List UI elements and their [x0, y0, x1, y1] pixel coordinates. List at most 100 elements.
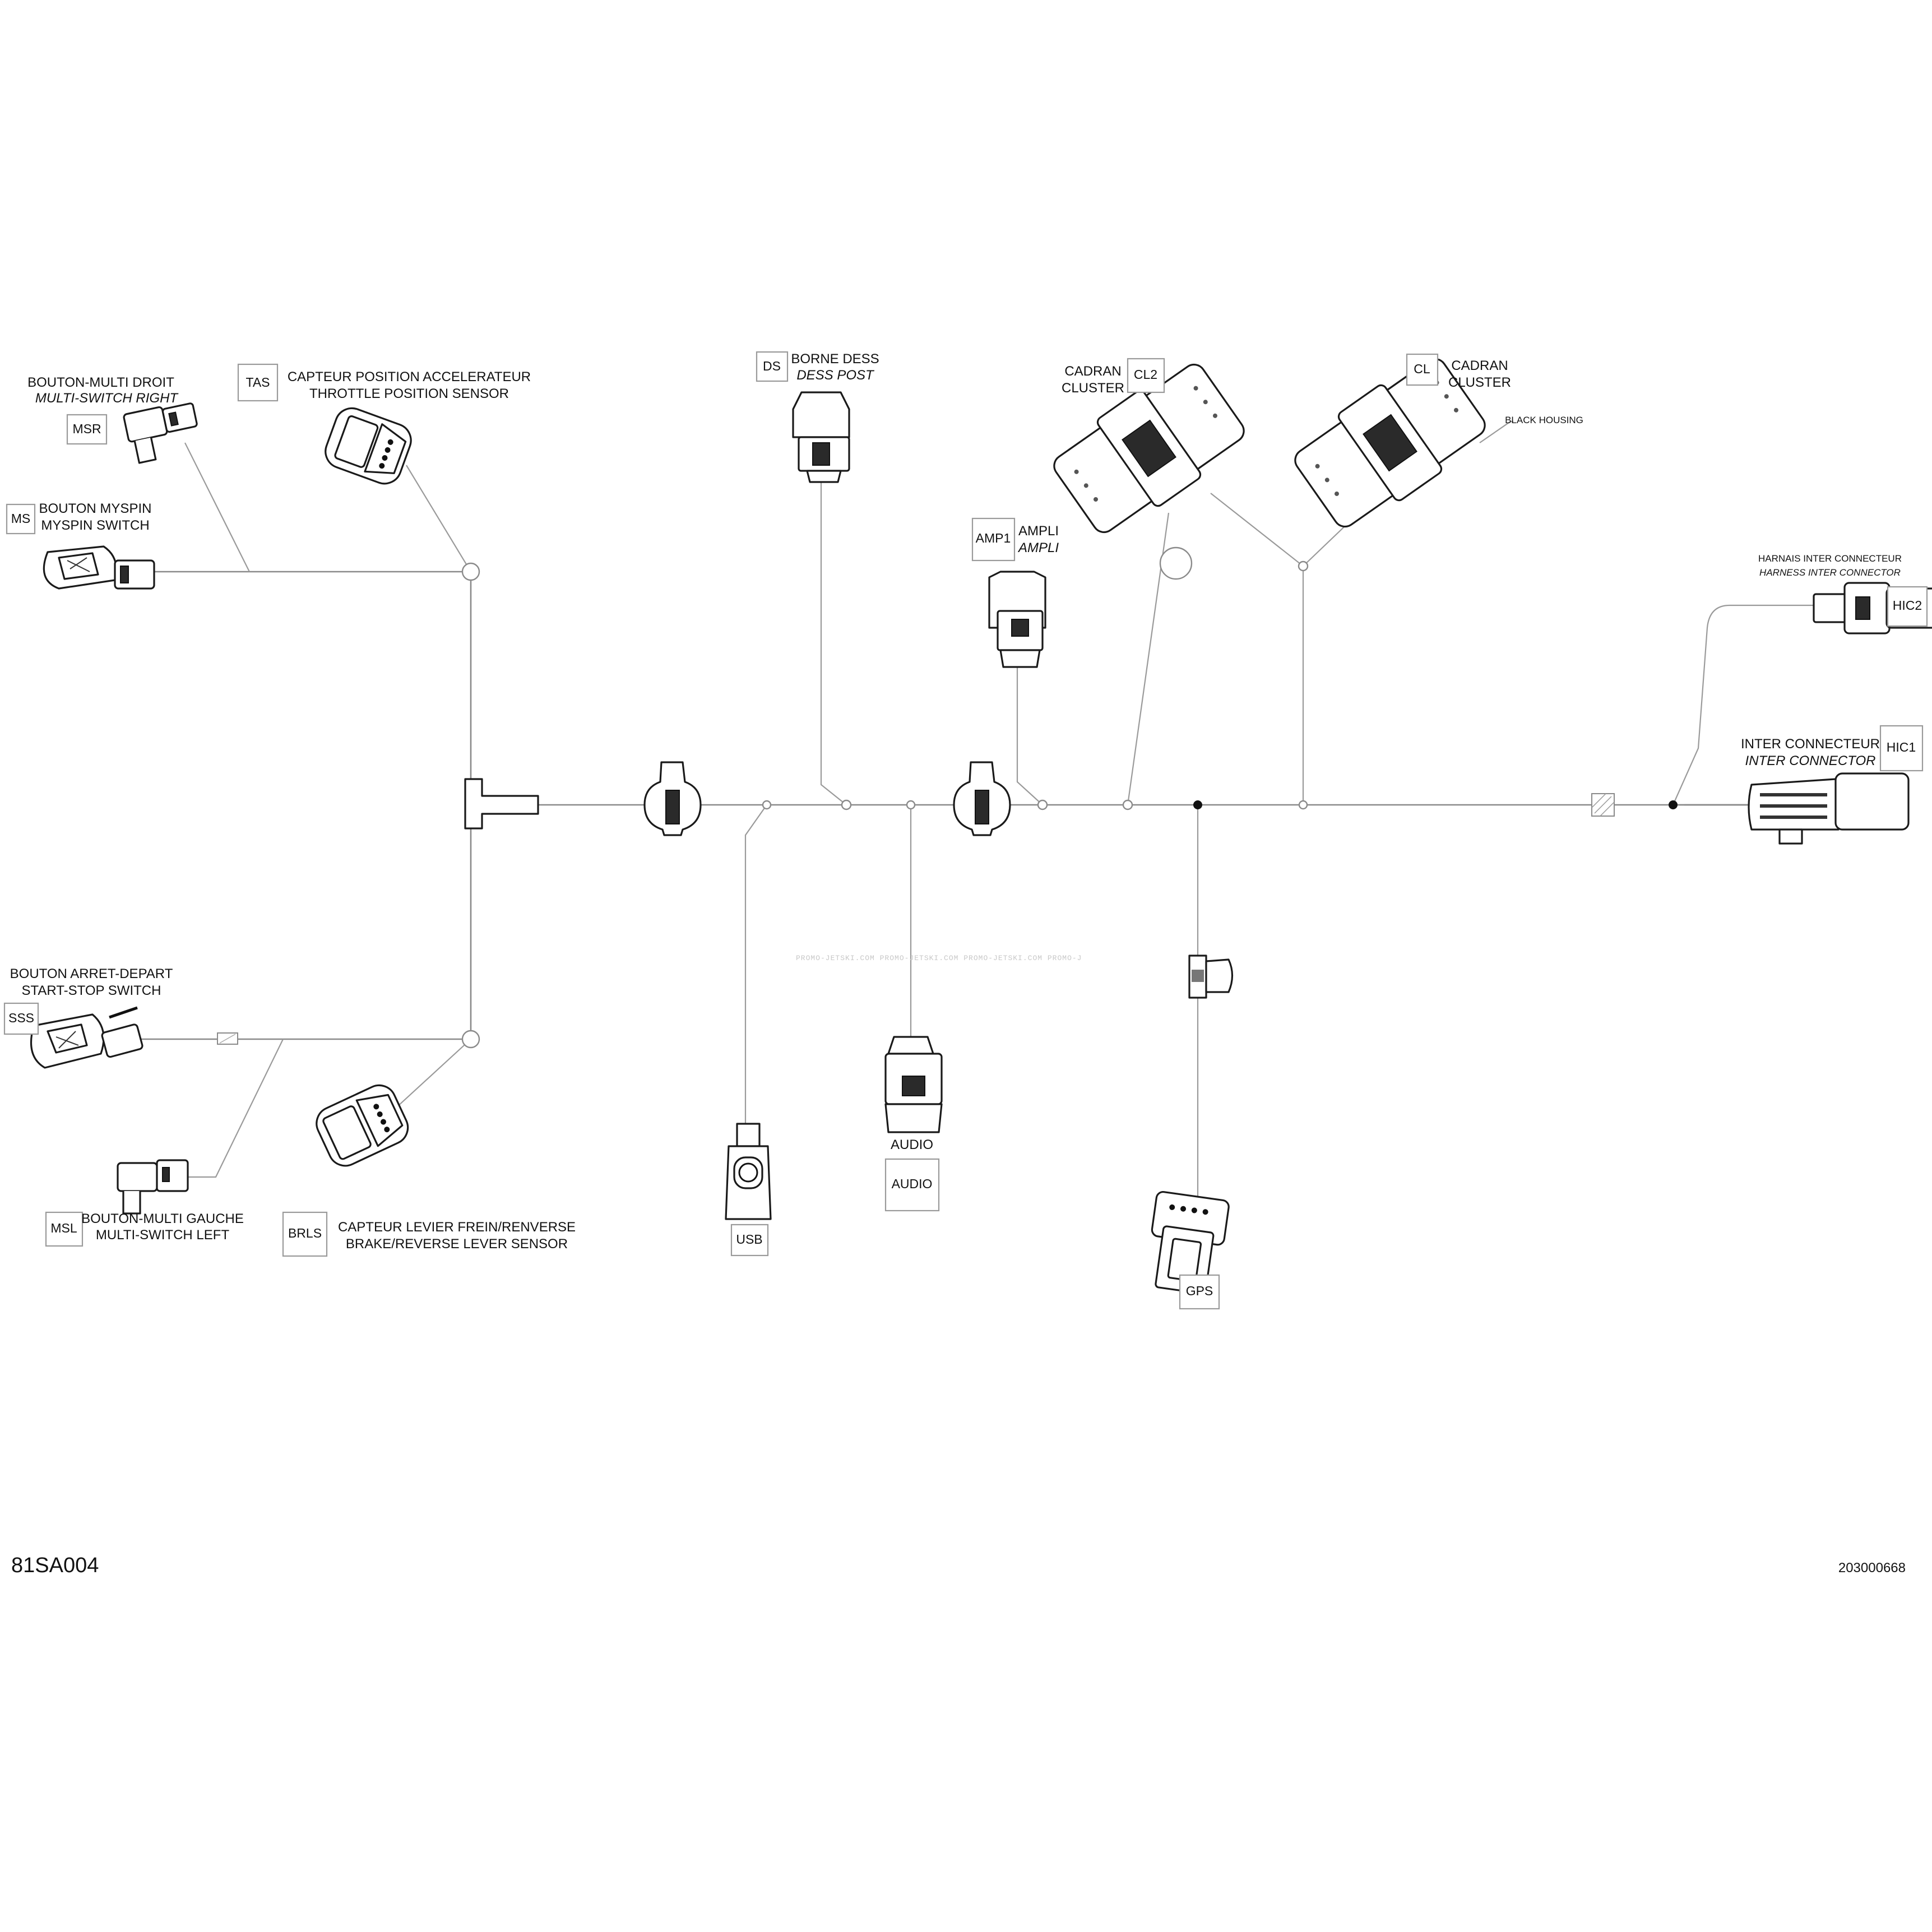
msr-label-en: MULTI-SWITCH RIGHT — [35, 391, 179, 406]
harness-clip-2 — [953, 761, 1011, 836]
ms-code: MS — [11, 511, 31, 526]
splice-node-upper — [461, 562, 480, 581]
brls-label-group: BRLS CAPTEUR LEVIER FREIN/RENVERSE BRAKE… — [282, 1211, 576, 1257]
msr-code-box — [66, 414, 108, 445]
junction-node-audio — [906, 800, 916, 810]
ds-connector — [792, 391, 850, 483]
ds-branch-wire — [820, 460, 847, 805]
ds-label-en: DESS POST — [796, 368, 875, 383]
tas-code-box — [237, 363, 279, 402]
ms-label-en: MYSPIN SWITCH — [41, 518, 149, 533]
usb-connector — [725, 1123, 772, 1220]
hic1-code: HIC1 — [1887, 740, 1916, 754]
amp1-label-en: AMPLI — [1017, 540, 1059, 555]
cl-label-en: CLUSTER — [1448, 375, 1511, 390]
gps-inline-clip — [1188, 955, 1234, 999]
cl-label-fr: CADRAN — [1451, 358, 1508, 373]
msr-code: MSR — [72, 421, 101, 436]
ds-code: DS — [763, 359, 781, 373]
hic1-label-en: INTER CONNECTOR — [1745, 753, 1876, 768]
usb-label-group: USB — [730, 1224, 769, 1257]
tas-connector — [325, 407, 412, 485]
junction-node-cl — [1298, 800, 1308, 810]
msr-label-fr: BOUTON-MULTI DROIT — [27, 375, 174, 390]
amp1-code-box — [971, 517, 1016, 562]
splice-node-lower — [461, 1030, 480, 1049]
junction-node-amp1 — [1037, 799, 1048, 810]
cl2-label-en: CLUSTER — [1062, 381, 1124, 396]
tas-label-en: THROTTLE POSITION SENSOR — [309, 386, 509, 401]
audio-label: AUDIO — [891, 1137, 933, 1152]
audio-code: AUDIO — [892, 1176, 933, 1191]
msl-label-group: MSL BOUTON-MULTI GAUCHE MULTI-SWITCH LEF… — [45, 1211, 244, 1247]
tas-label-fr: CAPTEUR POSITION ACCELERATEUR — [288, 369, 531, 384]
hic2-branch-wire — [1672, 604, 1814, 805]
cl2-label-fr: CADRAN — [1064, 364, 1121, 379]
msl-code: MSL — [50, 1221, 77, 1235]
junction-node-usb — [762, 800, 772, 810]
trunk-clips — [464, 761, 1234, 999]
hic1-code-box — [1879, 725, 1924, 772]
brls-label-fr: CAPTEUR LEVIER FREIN/RENVERSE — [338, 1220, 576, 1235]
junction-node-cl2 — [1122, 799, 1133, 810]
ds-label-group: DS BORNE DESS DESS POST — [756, 351, 879, 383]
brls-label-en: BRAKE/REVERSE LEVER SENSOR — [346, 1236, 568, 1252]
hic1-label-group: INTER CONNECTEUR INTER CONNECTOR HIC1 — [1741, 725, 1924, 772]
grommet-circle — [1159, 546, 1193, 580]
ds-label-fr: BORNE DESS — [791, 351, 879, 367]
cl-connector — [1294, 358, 1486, 528]
amp1-connector — [988, 571, 1046, 668]
brls-code-box — [282, 1211, 328, 1257]
cl2-connector — [1053, 363, 1245, 534]
hic2-code-box — [1887, 586, 1928, 627]
junction-node-hic — [1669, 800, 1678, 809]
ms-connector — [43, 545, 155, 590]
hic2-label-fr: HARNAIS INTER CONNECTEUR — [1758, 553, 1902, 564]
msr-connector — [123, 402, 198, 464]
ds-code-box — [756, 351, 789, 382]
hic1-connector — [1748, 772, 1910, 845]
sss-connector — [30, 1006, 143, 1069]
msr-branch-wire — [184, 442, 250, 572]
cl2-code-box — [1127, 358, 1165, 393]
amp1-code: AMP1 — [976, 531, 1011, 545]
junction-node-gps — [1193, 800, 1202, 809]
black-housing-leader — [1479, 420, 1513, 443]
cl-code: CL — [1414, 362, 1430, 376]
sss-label-en: START-STOP SWITCH — [22, 983, 161, 998]
sss-label-fr: BOUTON ARRET-DEPART — [10, 966, 173, 981]
usb-code-box — [730, 1224, 769, 1257]
ms-code-box — [6, 503, 36, 535]
msl-branch-wire — [185, 1039, 284, 1178]
usb-branch-wire — [744, 804, 767, 1127]
amp1-label-group: AMP1 AMPLI AMPLI — [971, 517, 1059, 562]
msl-label-en: MULTI-SWITCH LEFT — [96, 1227, 230, 1243]
cl2-label-group: CADRAN CLUSTER CL2 — [1062, 358, 1165, 396]
drawing-number: 81SA004 — [11, 1554, 99, 1577]
cl-code-box — [1406, 353, 1439, 386]
harness-clip-1 — [643, 761, 702, 836]
tas-code: TAS — [245, 375, 270, 390]
junction-node-ds — [841, 799, 852, 810]
amp1-label-fr: AMPLI — [1018, 523, 1059, 539]
tas-branch-wire — [406, 465, 471, 572]
brls-code: BRLS — [288, 1226, 322, 1240]
cl-y-branch-left — [1210, 493, 1304, 805]
sss-code: SSS — [8, 1011, 34, 1025]
cl2-code: CL2 — [1134, 367, 1157, 382]
audio-code-box — [884, 1158, 940, 1212]
hic1-label-fr: INTER CONNECTEUR — [1741, 736, 1880, 752]
hic2-label-en: HARNESS INTER CONNECTOR — [1759, 567, 1901, 578]
hic2-label-group: HARNAIS INTER CONNECTEUR HARNESS INTER C… — [1758, 553, 1928, 627]
harness-nodes — [217, 546, 1678, 1049]
gps-label-group: GPS — [1179, 1274, 1220, 1310]
junction-node-cl-y — [1298, 560, 1309, 572]
gps-code-box — [1179, 1274, 1220, 1310]
ms-label-fr: BOUTON MYSPIN — [39, 501, 152, 516]
cl-label-group: CL CADRAN CLUSTER BLACK HOUSING — [1406, 353, 1583, 425]
gps-code: GPS — [1186, 1284, 1213, 1298]
usb-code: USB — [736, 1232, 762, 1247]
audio-label-group: AUDIO AUDIO — [884, 1137, 940, 1212]
hic2-code: HIC2 — [1893, 598, 1922, 613]
